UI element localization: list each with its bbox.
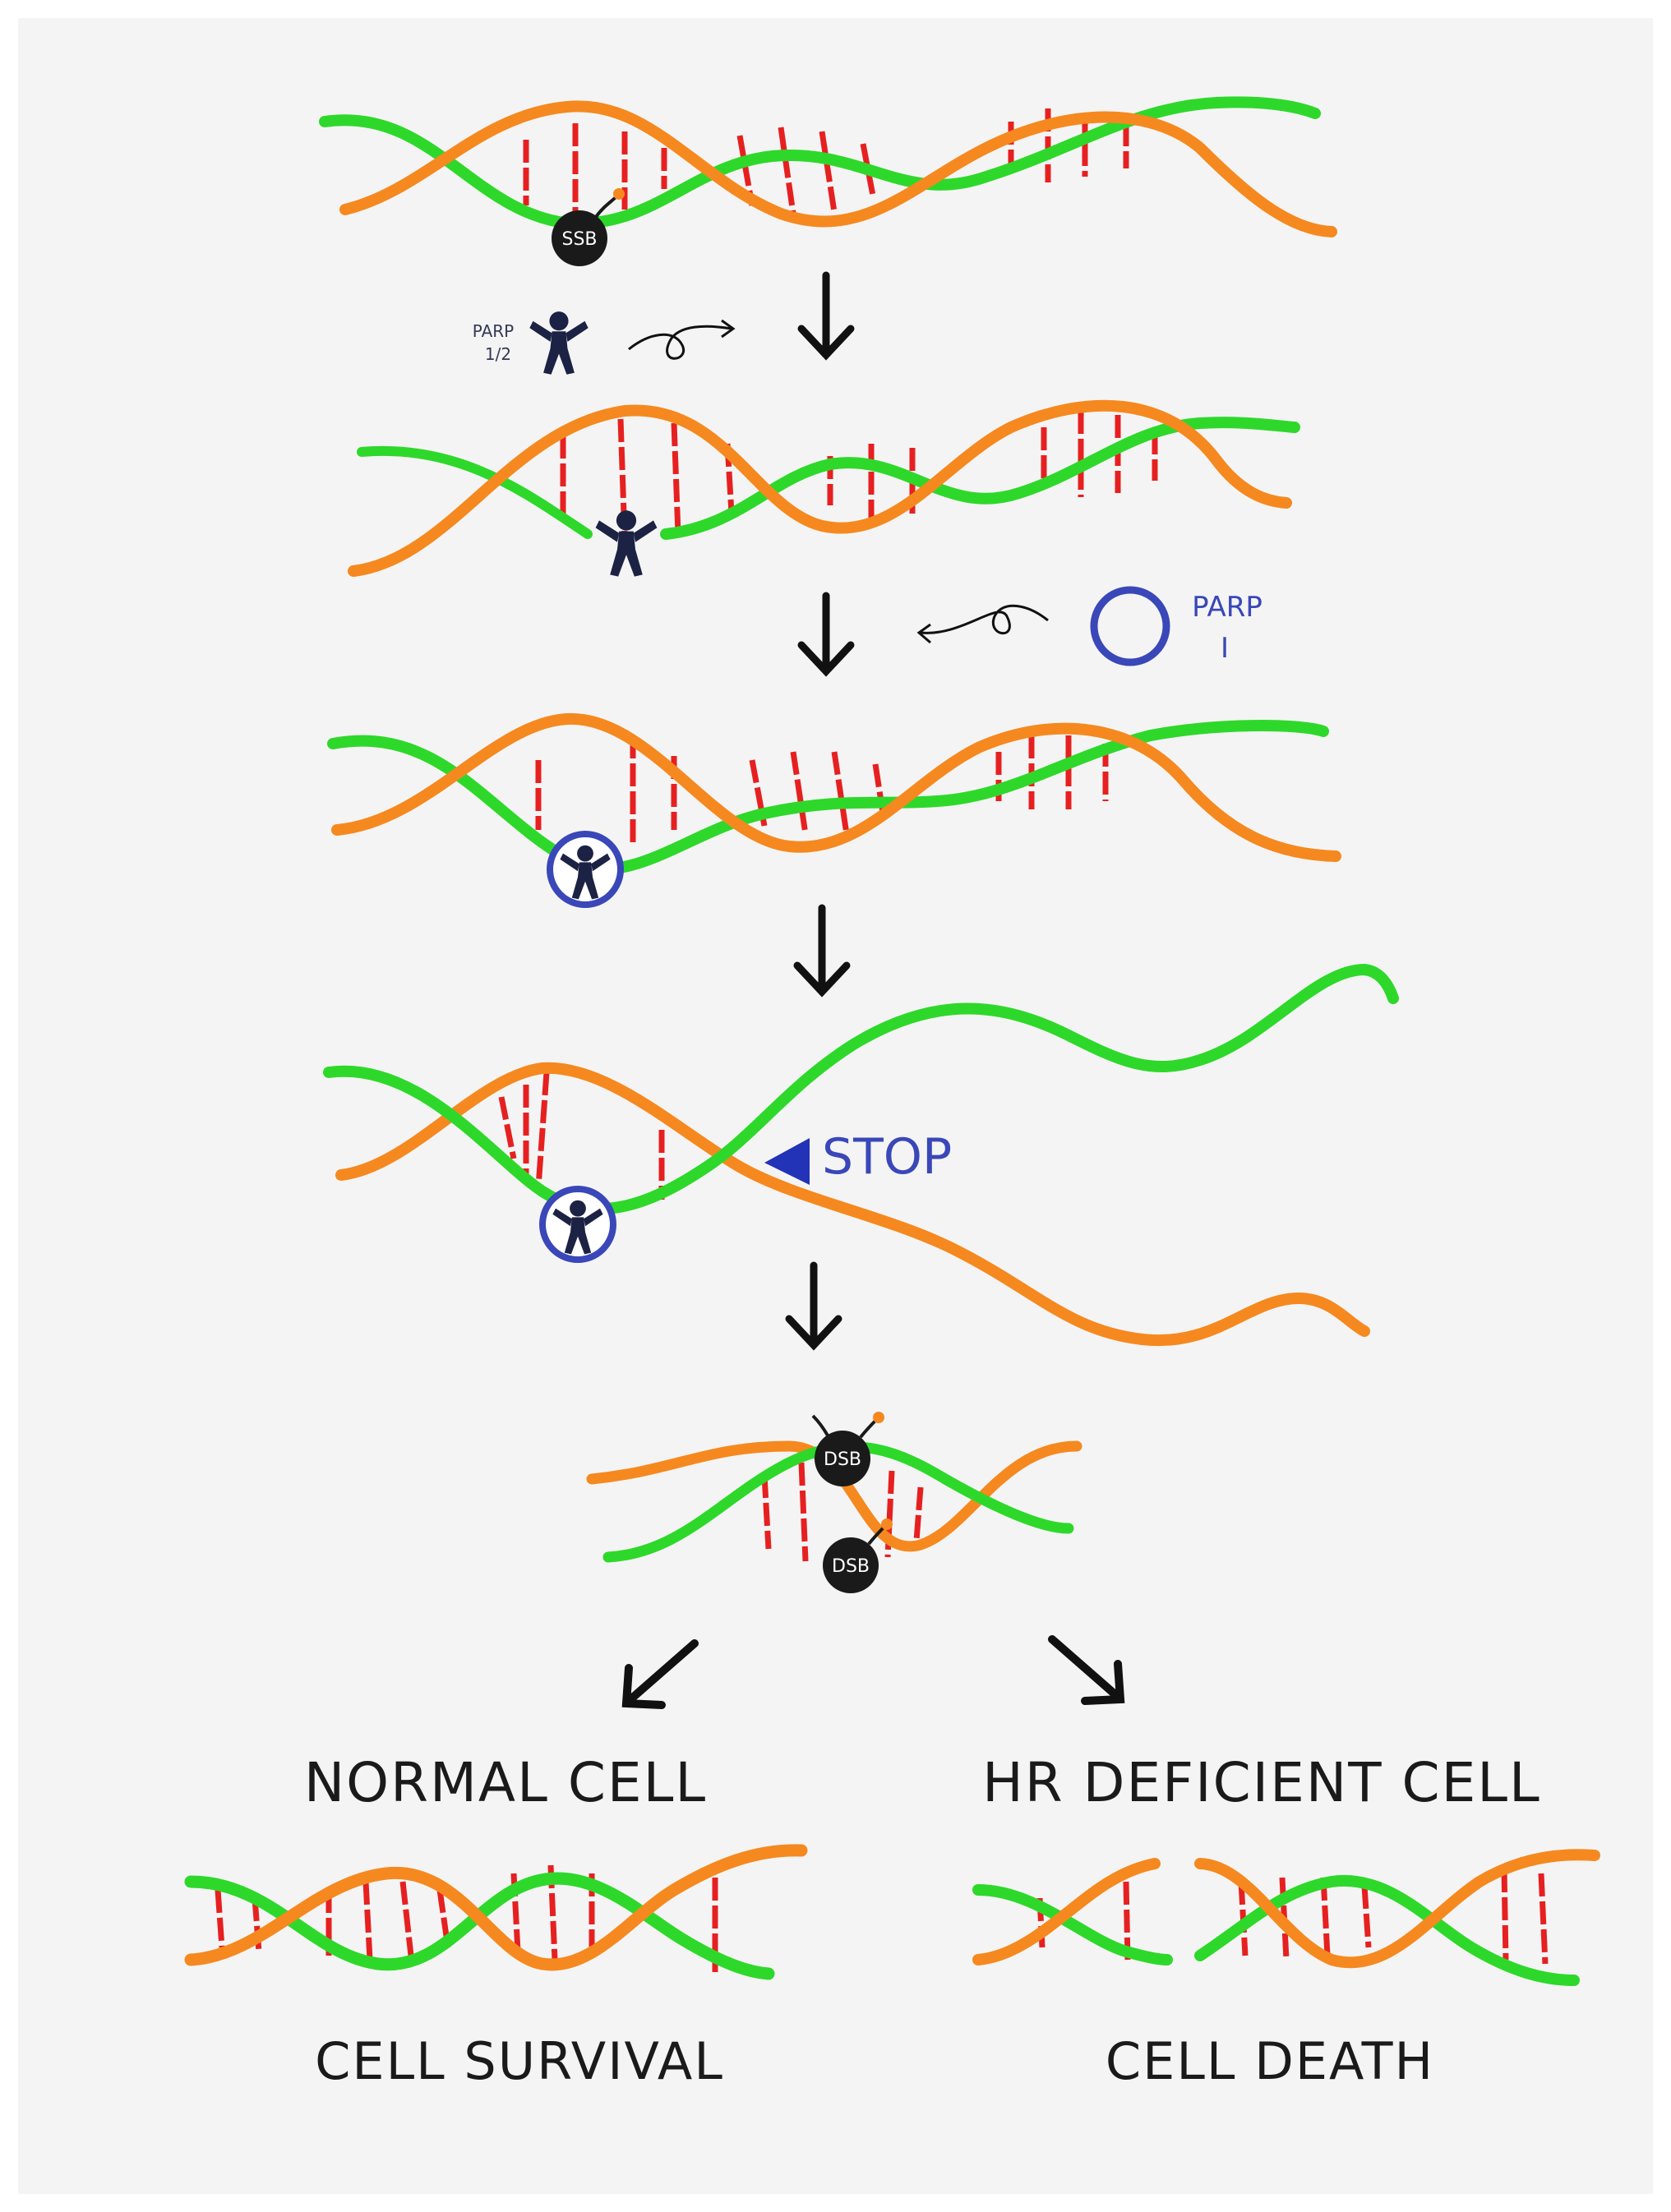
parp12-label-bottom: 1/2: [485, 344, 511, 364]
base-pair: [1361, 1885, 1372, 1948]
dna-row-parp-trapped: [327, 712, 1341, 908]
dna-strand-orange: [331, 712, 1341, 862]
parp12-label-top: PARP: [473, 321, 514, 341]
dsb-upper-label: DSB: [824, 1449, 861, 1470]
parp-1-2-legend: PARP 1/2: [473, 311, 736, 375]
dna-row-parp-bound: [348, 399, 1300, 577]
dna-normal-repaired: [184, 1844, 808, 1980]
diagram-background: [18, 18, 1653, 2194]
base-pair: [798, 1462, 809, 1562]
dna-strand-orange: [335, 1062, 1370, 1347]
dna-strand-green-left: [357, 445, 593, 539]
base-pair: [761, 1474, 772, 1550]
base-pair: [1320, 1877, 1331, 1956]
arrow-icon: [1048, 1635, 1125, 1705]
parpi-label-top: PARP: [1192, 591, 1262, 624]
bomb-icon: DSB: [811, 1412, 884, 1486]
parp-inhibitor-legend: PARP I: [916, 586, 1262, 666]
base-pair: [860, 143, 876, 196]
parp-protein-icon: [595, 510, 658, 577]
dna-strand-orange-left-fragment: [972, 1858, 1161, 1965]
dna-strand-green: [319, 96, 1321, 229]
dsb-lower-label: DSB: [832, 1556, 870, 1577]
dna-strand-green: [323, 963, 1399, 1215]
base-pair: [831, 751, 850, 835]
dna-strand-green: [184, 1872, 775, 1980]
arrow-icon: [793, 904, 851, 998]
base-pair: [535, 1071, 550, 1188]
parp-protein-icon: [529, 311, 589, 375]
hr-deficient-cell-heading: HR DEFICIENT CELL: [982, 1751, 1541, 1814]
stop-triangle-icon: [764, 1138, 810, 1185]
bomb-icon: SSB: [552, 188, 625, 266]
base-pair: [790, 751, 809, 835]
parpi-label-bottom: I: [1221, 632, 1229, 665]
cell-death-label: CELL DEATH: [1106, 2031, 1434, 2091]
curly-arrow-icon: [920, 604, 1049, 635]
stop-label: STOP: [822, 1128, 952, 1186]
dna-strand-green-right: [660, 417, 1300, 540]
dna-strand-green-left-fragment: [972, 1884, 1173, 1965]
base-pair: [749, 759, 768, 827]
ssb-label: SSB: [561, 229, 597, 250]
base-pair: [215, 1889, 225, 1948]
base-pair: [1538, 1873, 1549, 1965]
arrow-icon: [797, 271, 855, 361]
base-pair: [913, 1486, 924, 1541]
dna-row-fork-stall: STOP: [323, 963, 1399, 1347]
normal-cell-heading: NORMAL CELL: [304, 1751, 707, 1814]
arrow-icon: [785, 1261, 842, 1351]
dna-strand-orange: [184, 1844, 808, 1971]
dna-hr-deficient-broken: [972, 1849, 1600, 1986]
dna-row-dsb: DSB DSB: [586, 1412, 1082, 1593]
parp-inhibitor-circle-icon: [1090, 586, 1170, 666]
dna-strand-orange: [348, 399, 1292, 577]
dna-row-ssb: SSB: [319, 96, 1337, 266]
dna-strand-green: [327, 720, 1329, 875]
base-pair: [498, 1096, 517, 1159]
cell-survival-label: CELL SURVIVAL: [315, 2031, 724, 2091]
base-pair: [362, 1881, 373, 1961]
dna-strand-orange: [339, 100, 1337, 237]
arrow-icon: [797, 592, 855, 677]
base-pair: [1501, 1869, 1509, 1961]
dna-strand-orange: [586, 1440, 1082, 1552]
base-pair: [671, 422, 681, 535]
curly-arrow-icon: [628, 325, 732, 360]
bomb-icon: DSB: [823, 1518, 893, 1593]
base-pair: [778, 127, 796, 214]
arrow-icon: [621, 1639, 699, 1709]
base-pair: [819, 131, 838, 213]
dna-strand-orange-right-fragment: [1194, 1849, 1600, 1969]
base-pair: [399, 1881, 414, 1956]
